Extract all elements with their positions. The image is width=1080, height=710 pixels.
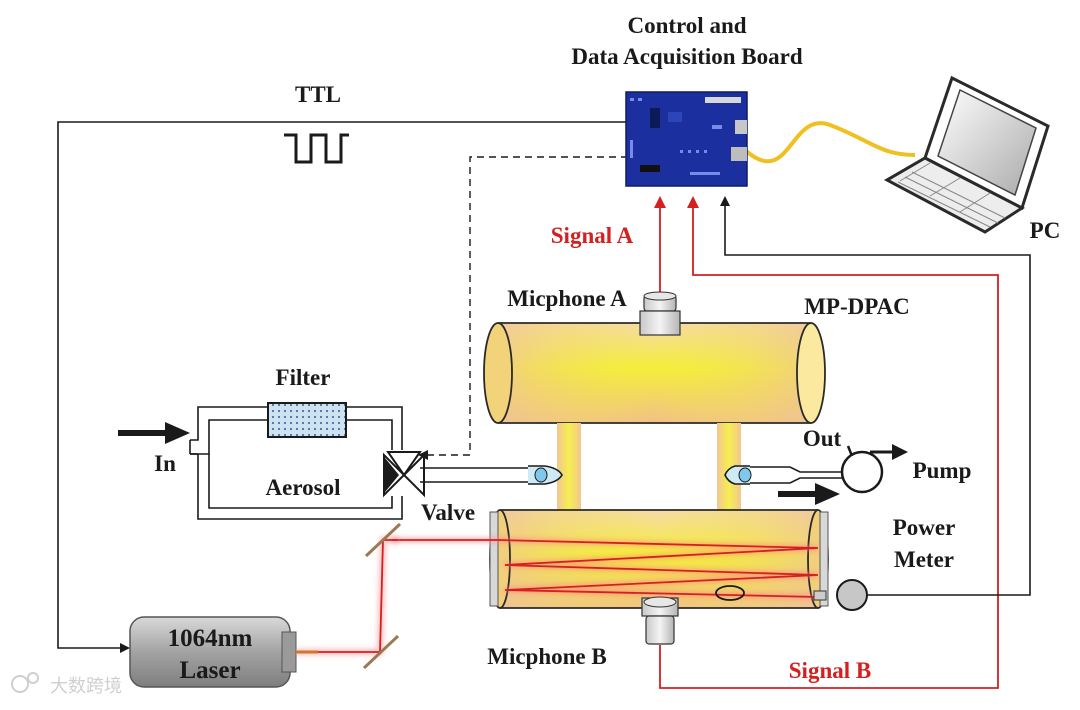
- aerosol-label: Aerosol: [266, 475, 341, 500]
- laser-source: [129, 616, 297, 688]
- pc-label: PC: [1030, 218, 1061, 243]
- mirror-lower: [362, 634, 400, 670]
- ttl-pulse-icon: [284, 133, 349, 164]
- micphone-b-label: Micphone B: [487, 644, 606, 669]
- pc-laptop-icon: [883, 75, 1050, 234]
- ttl-wire: [57, 121, 628, 653]
- ttl-label: TTL: [295, 82, 341, 107]
- sample-particle-marker: [715, 585, 745, 601]
- left-connector-tube: [557, 423, 581, 511]
- in-label: In: [154, 451, 176, 476]
- signal-a-label: Signal A: [551, 223, 634, 248]
- signal-b-line: [659, 196, 999, 689]
- filter-label: Filter: [276, 365, 331, 390]
- control-board: [625, 91, 748, 187]
- outflow-arrow-icon: [778, 483, 840, 505]
- upper-resonator-cell: [483, 322, 826, 424]
- laser-label-line2: Laser: [179, 657, 240, 684]
- board-title-line2: Data Acquisition Board: [571, 44, 803, 69]
- signal-b-label: Signal B: [789, 658, 871, 683]
- mirror-upper: [364, 522, 402, 558]
- power-meter-icon: [813, 579, 868, 611]
- pump-icon: [840, 444, 908, 494]
- inflow-arrow-icon: [118, 422, 190, 444]
- valve-label: Valve: [421, 500, 475, 525]
- power-meter-label-line2: Meter: [894, 547, 954, 572]
- flow-tubing: [189, 406, 403, 520]
- power-meter-label-line1: Power: [893, 515, 956, 540]
- inlet-tube: [420, 465, 563, 485]
- board-title-line1: Control and: [627, 13, 746, 38]
- micphone-a-icon: [639, 291, 681, 336]
- out-label: Out: [803, 426, 842, 451]
- usb-cable: [743, 121, 916, 164]
- laser-label-line1: 1064nm: [168, 625, 253, 652]
- valve-icon: [383, 451, 425, 498]
- mp-dpac-label: MP-DPAC: [804, 294, 910, 319]
- multipass-laser-beam: [392, 537, 819, 600]
- laser-beam-path: [296, 536, 398, 656]
- micphone-b-icon: [641, 596, 679, 645]
- valve-control-dashed-line: [418, 156, 628, 460]
- pump-label: Pump: [913, 458, 972, 483]
- filter-icon: [267, 402, 347, 438]
- power-meter-line: [720, 196, 1031, 596]
- watermark-text: 大数跨境: [50, 676, 122, 697]
- watermark: 大数跨境: [11, 672, 122, 697]
- micphone-a-label: Micphone A: [507, 286, 627, 311]
- outlet-tube: [724, 465, 842, 485]
